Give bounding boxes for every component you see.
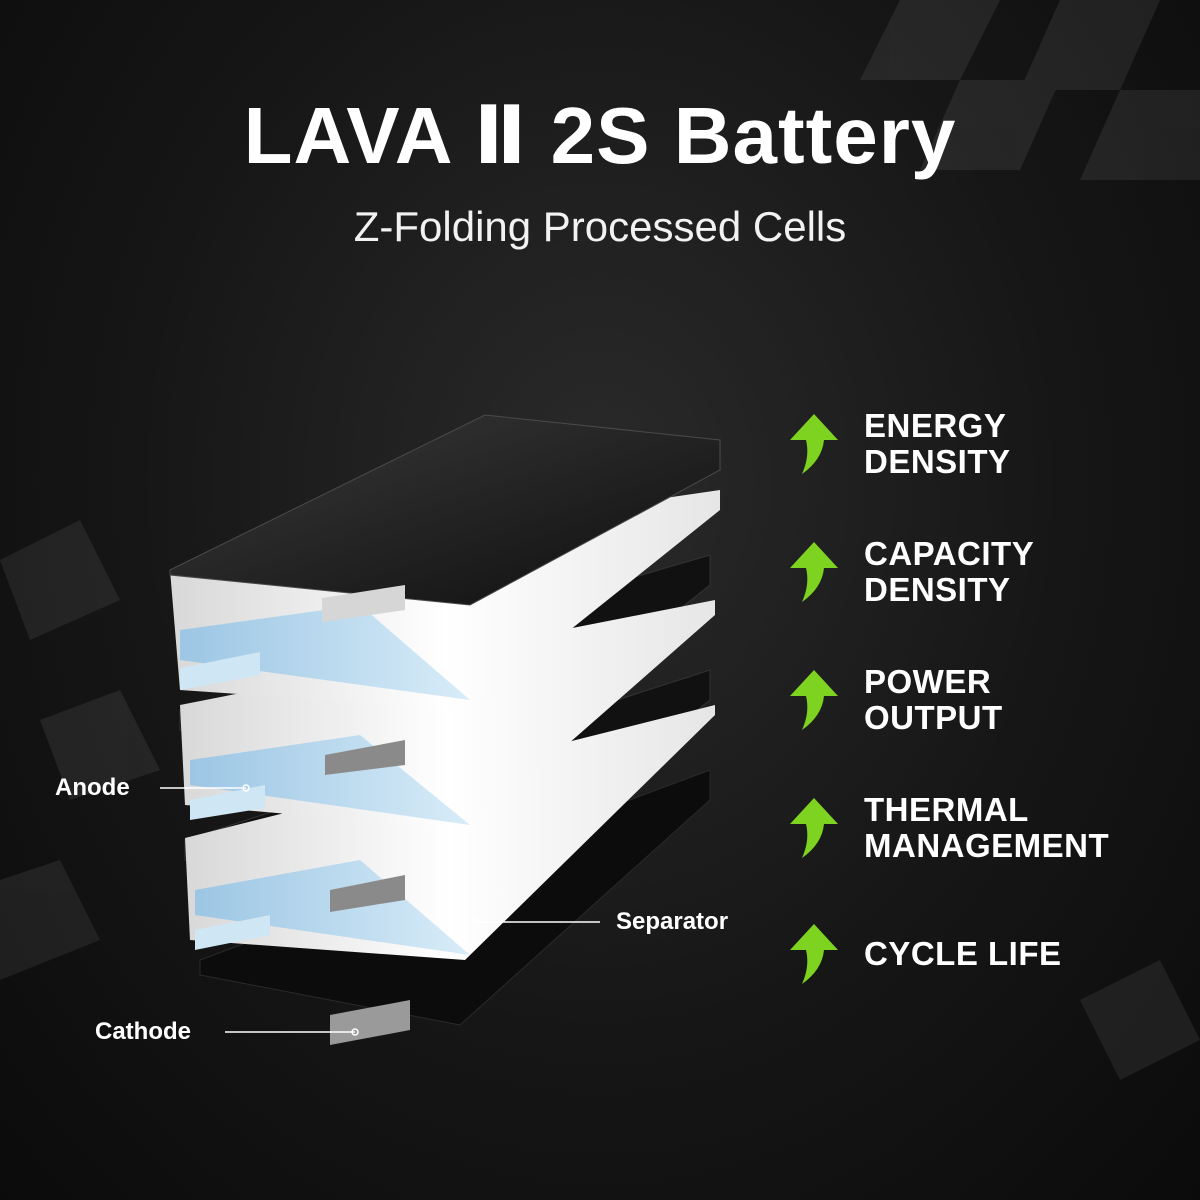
anode-label: Anode: [55, 774, 130, 801]
cathode-plate-top: [169, 414, 721, 622]
up-arrow-icon: [790, 541, 838, 602]
feature-capacity-density: CAPACITY DENSITY: [788, 536, 1034, 607]
up-arrow-icon: [790, 413, 838, 474]
feature-text: CYCLE LIFE: [864, 935, 1062, 973]
cathode-tab: [330, 1000, 410, 1045]
feature-text: CAPACITY DENSITY: [864, 535, 1035, 608]
feature-cycle-life: CYCLE LIFE: [788, 922, 1062, 986]
cathode-label: Cathode: [95, 1018, 191, 1045]
page-subtitle: Z-Folding Processed Cells: [353, 203, 847, 250]
feature-text: POWER OUTPUT: [864, 663, 1003, 736]
separator-label: Separator: [616, 908, 729, 935]
feature-energy-density: ENERGY DENSITY: [788, 408, 1011, 479]
feature-thermal-management: THERMAL MANAGEMENT: [788, 792, 1109, 863]
up-arrow-icon: [790, 669, 838, 730]
anode-sheet-1: [180, 605, 470, 700]
anode-sheet-2: [190, 735, 470, 825]
page-title: LAVA Ⅱ 2S Battery: [243, 91, 957, 180]
up-arrow-icon: [790, 797, 838, 858]
feature-power-output: POWER OUTPUT: [788, 664, 1003, 735]
up-arrow-icon: [790, 924, 838, 984]
cathode-tab-top: [322, 585, 405, 622]
feature-text: THERMAL MANAGEMENT: [864, 791, 1110, 864]
feature-text: ENERGY DENSITY: [864, 407, 1011, 480]
